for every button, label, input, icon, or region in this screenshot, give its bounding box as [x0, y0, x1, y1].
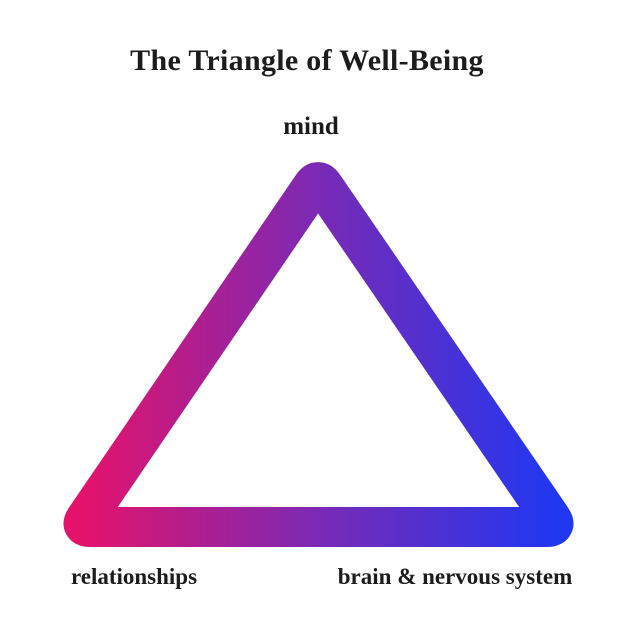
- label-relationships: relationships: [70, 564, 198, 589]
- triangle-outline: [63, 162, 574, 547]
- diagram-title: The Triangle of Well-Being: [130, 44, 484, 77]
- label-mind: mind: [283, 113, 339, 140]
- label-brain-nervous-system: brain & nervous system: [337, 564, 573, 589]
